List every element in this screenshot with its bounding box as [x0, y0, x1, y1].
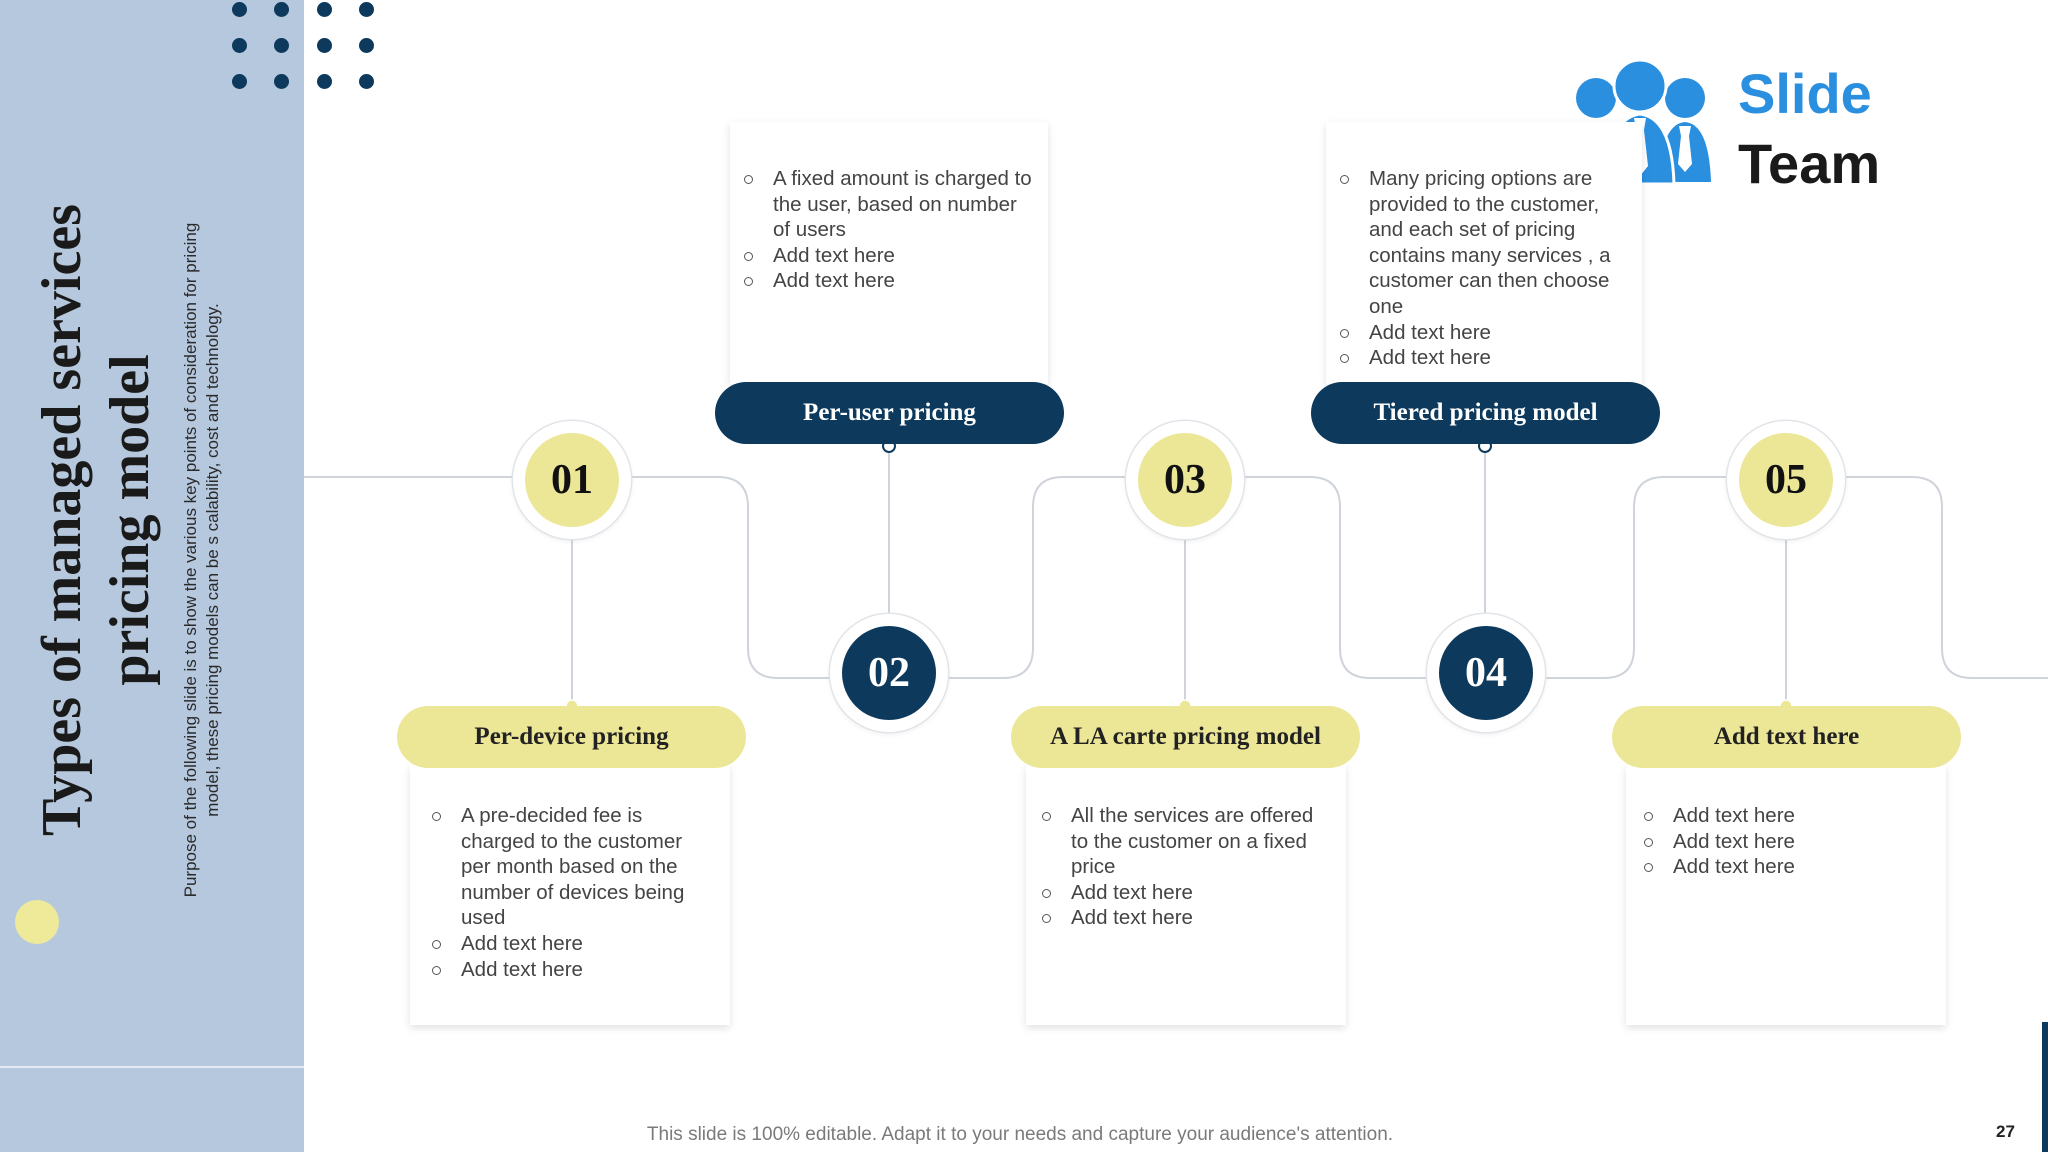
- pill-add-text-here: Add text here: [1612, 706, 1961, 768]
- step-badge-03: 03: [1126, 421, 1244, 539]
- dot: [359, 74, 374, 89]
- card-step-01: A pre-decided fee is charged to the cust…: [410, 765, 730, 1025]
- step-badge-04: 04: [1427, 614, 1545, 732]
- footer-note: This slide is 100% editable. Adapt it to…: [646, 1124, 1394, 1145]
- bullet-item: Many pricing options are provided to the…: [1340, 166, 1630, 320]
- dot: [274, 2, 289, 17]
- bullet-item: Add text here: [1644, 854, 1924, 880]
- bullet-item: Add text here: [1644, 829, 1924, 855]
- pill-tiered-pricing-model: Tiered pricing model: [1311, 382, 1660, 444]
- bullet-item: All the services are offered to the cust…: [1042, 803, 1322, 880]
- bullet-item: A pre-decided fee is charged to the cust…: [432, 803, 714, 931]
- card-step-05: Add text here Add text here Add text her…: [1626, 765, 1946, 1025]
- logo-word-team: Team: [1738, 132, 1881, 195]
- step-badge-01: 01: [513, 421, 631, 539]
- dot: [232, 74, 247, 89]
- page-number: 27: [1996, 1122, 2015, 1141]
- dot: [317, 74, 332, 89]
- pill-a-la-carte-pricing-model: A LA carte pricing model: [1011, 706, 1360, 768]
- sidebar-panel: Types of managed services pricing model …: [0, 0, 304, 1152]
- edge-accent-bar: [2042, 1022, 2048, 1152]
- bullet-item: Add text here: [1340, 345, 1630, 371]
- bullet-item: Add text here: [744, 243, 1034, 269]
- step-badge-02: 02: [830, 614, 948, 732]
- bullet-list-03: All the services are offered to the cust…: [1042, 803, 1322, 931]
- dot: [274, 38, 289, 53]
- bullet-item: Add text here: [432, 931, 714, 957]
- step-badge-05: 05: [1727, 421, 1845, 539]
- step-number: 03: [1138, 433, 1232, 527]
- dot: [317, 38, 332, 53]
- card-step-02: A fixed amount is charged to the user, b…: [730, 122, 1048, 384]
- dot: [359, 38, 374, 53]
- bullet-item: Add text here: [1042, 880, 1322, 906]
- card-step-04: Many pricing options are provided to the…: [1326, 122, 1642, 384]
- step-number: 01: [525, 433, 619, 527]
- card-step-03: All the services are offered to the cust…: [1026, 765, 1346, 1025]
- pill-per-user-pricing: Per-user pricing: [715, 382, 1064, 444]
- bullet-list-02: A fixed amount is charged to the user, b…: [744, 166, 1034, 294]
- bullet-item: A fixed amount is charged to the user, b…: [744, 166, 1034, 243]
- bullet-list-04: Many pricing options are provided to the…: [1340, 166, 1630, 371]
- bullet-item: Add text here: [1042, 905, 1322, 931]
- bullet-item: Add text here: [744, 268, 1034, 294]
- dot: [274, 74, 289, 89]
- bullet-item: Add text here: [432, 957, 714, 983]
- step-number: 02: [842, 626, 936, 720]
- step-number: 04: [1439, 626, 1533, 720]
- logo-word-slide: Slide: [1738, 62, 1872, 125]
- step-number: 05: [1739, 433, 1833, 527]
- dot: [359, 2, 374, 17]
- dot: [317, 2, 332, 17]
- decorative-dot-grid: [232, 0, 382, 96]
- bullet-item: Add text here: [1340, 320, 1630, 346]
- title-accent-dot: [15, 900, 59, 944]
- pill-per-device-pricing: Per-device pricing: [397, 706, 746, 768]
- sidebar-divider: [0, 1066, 304, 1068]
- bullet-item: Add text here: [1644, 803, 1924, 829]
- bullet-list-01: A pre-decided fee is charged to the cust…: [432, 803, 714, 982]
- bullet-list-05: Add text here Add text here Add text her…: [1644, 803, 1924, 880]
- dot: [232, 38, 247, 53]
- dot: [232, 2, 247, 17]
